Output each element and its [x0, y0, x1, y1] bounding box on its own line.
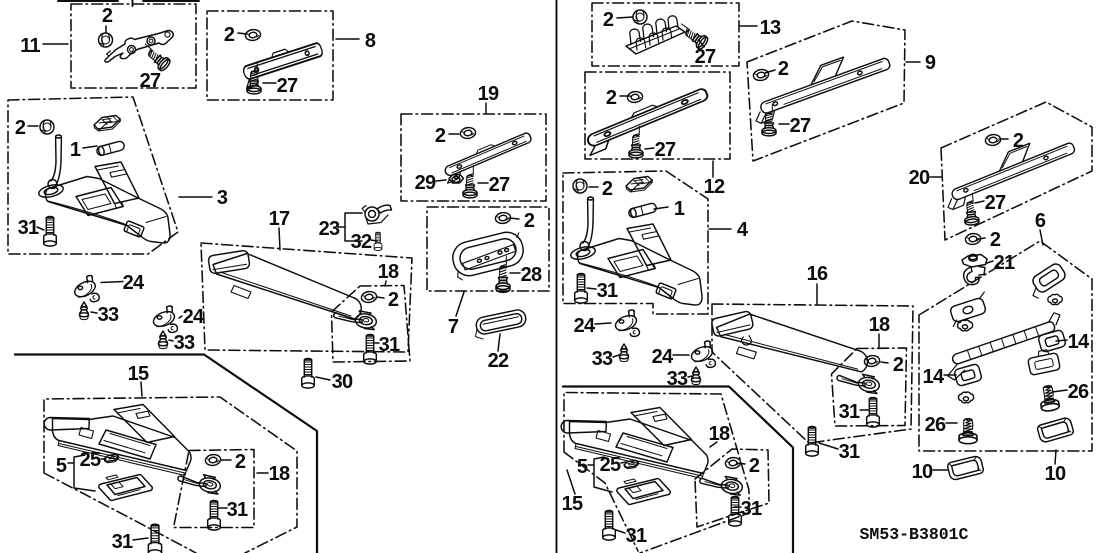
svg-text:24: 24 — [123, 272, 145, 294]
svg-text:11: 11 — [20, 35, 40, 57]
svg-text:19: 19 — [478, 83, 499, 105]
svg-text:31: 31 — [741, 498, 762, 520]
svg-text:14: 14 — [923, 366, 945, 388]
svg-text:33: 33 — [174, 332, 195, 354]
svg-text:10: 10 — [912, 461, 933, 483]
svg-text:2: 2 — [778, 58, 789, 80]
svg-text:5: 5 — [56, 455, 67, 477]
svg-text:31: 31 — [839, 401, 860, 423]
svg-text:24: 24 — [183, 306, 205, 328]
svg-text:23: 23 — [319, 218, 340, 240]
svg-text:17: 17 — [269, 208, 290, 230]
svg-text:13: 13 — [760, 17, 781, 39]
svg-text:7: 7 — [448, 316, 459, 338]
svg-text:27: 27 — [790, 115, 811, 137]
svg-text:6: 6 — [1035, 210, 1046, 232]
svg-text:18: 18 — [269, 463, 290, 485]
svg-text:27: 27 — [695, 46, 716, 68]
svg-text:14: 14 — [1068, 331, 1090, 353]
svg-text:27: 27 — [489, 174, 510, 196]
svg-text:31: 31 — [227, 499, 248, 521]
svg-text:31: 31 — [597, 280, 618, 302]
svg-text:2: 2 — [435, 125, 446, 147]
svg-text:15: 15 — [562, 493, 583, 515]
svg-text:2: 2 — [749, 455, 760, 477]
svg-text:27: 27 — [985, 192, 1006, 214]
svg-text:10: 10 — [1045, 463, 1066, 485]
svg-text:2: 2 — [388, 289, 399, 311]
svg-text:2: 2 — [15, 117, 26, 139]
svg-text:9: 9 — [925, 52, 936, 74]
svg-text:31: 31 — [18, 217, 39, 239]
svg-text:20: 20 — [909, 167, 930, 189]
svg-text:27: 27 — [140, 70, 161, 92]
svg-text:33: 33 — [592, 348, 613, 370]
svg-text:33: 33 — [667, 368, 688, 390]
svg-text:18: 18 — [869, 314, 890, 336]
svg-text:SM53-B3801C: SM53-B3801C — [860, 525, 969, 544]
svg-text:2: 2 — [893, 354, 904, 376]
svg-text:8: 8 — [365, 30, 376, 52]
svg-text:2: 2 — [102, 5, 113, 27]
svg-text:30: 30 — [332, 371, 353, 393]
svg-text:18: 18 — [709, 423, 730, 445]
svg-text:24: 24 — [574, 315, 596, 337]
svg-text:33: 33 — [98, 304, 119, 326]
svg-text:31: 31 — [112, 531, 133, 553]
svg-text:4: 4 — [737, 219, 749, 241]
svg-text:31: 31 — [379, 334, 400, 356]
svg-text:2: 2 — [602, 178, 613, 200]
svg-text:2: 2 — [524, 210, 535, 232]
svg-text:2: 2 — [603, 9, 614, 31]
svg-text:25: 25 — [600, 454, 621, 476]
svg-text:22: 22 — [488, 350, 509, 372]
svg-text:26: 26 — [1068, 381, 1089, 403]
svg-text:2: 2 — [235, 451, 246, 473]
svg-text:2: 2 — [990, 229, 1001, 251]
svg-text:26: 26 — [925, 414, 946, 436]
svg-text:18: 18 — [378, 261, 399, 283]
svg-text:27: 27 — [277, 75, 298, 97]
svg-text:31: 31 — [839, 441, 860, 463]
svg-text:1: 1 — [70, 139, 81, 161]
svg-text:2: 2 — [224, 24, 235, 46]
svg-text:21: 21 — [994, 252, 1015, 274]
svg-text:32: 32 — [351, 231, 372, 253]
svg-text:24: 24 — [652, 346, 674, 368]
svg-text:28: 28 — [521, 264, 542, 286]
svg-text:2: 2 — [1013, 130, 1024, 152]
svg-text:1: 1 — [674, 198, 685, 220]
svg-text:12: 12 — [704, 176, 725, 198]
svg-text:5: 5 — [577, 456, 588, 478]
svg-text:2: 2 — [606, 87, 617, 109]
svg-text:16: 16 — [807, 263, 828, 285]
svg-text:15: 15 — [128, 363, 149, 385]
svg-text:31: 31 — [626, 525, 647, 547]
svg-text:29: 29 — [415, 172, 436, 194]
svg-text:27: 27 — [655, 139, 676, 161]
svg-text:3: 3 — [217, 187, 228, 209]
